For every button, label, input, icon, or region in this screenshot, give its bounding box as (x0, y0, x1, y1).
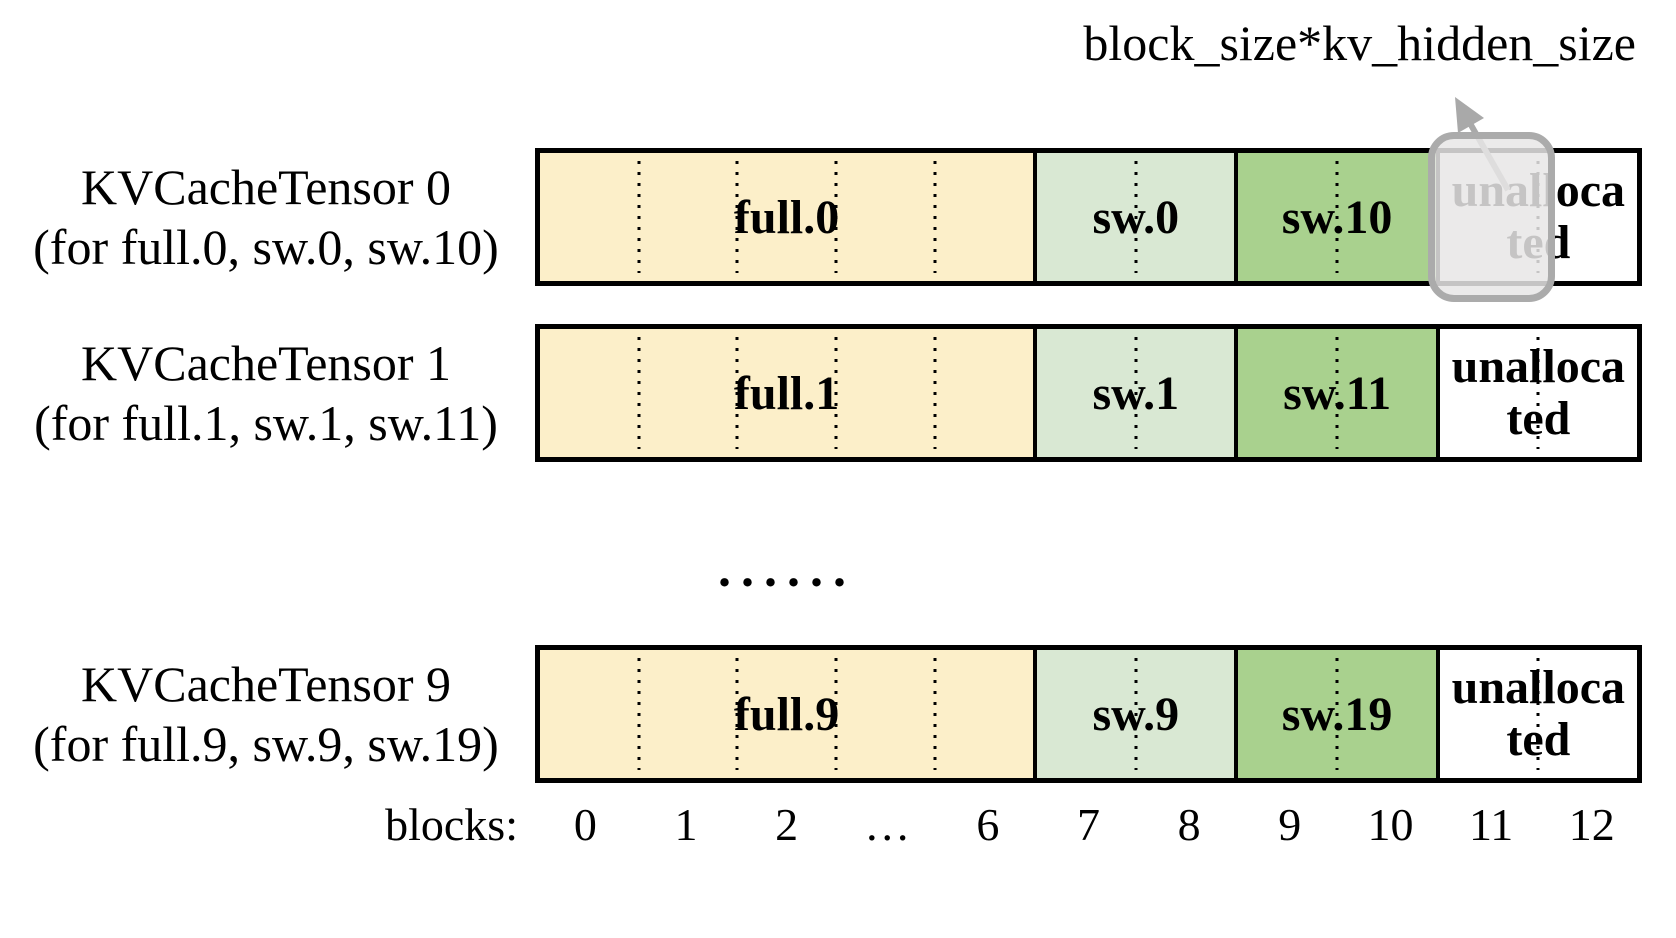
row-label-kvcachetensor-1: KVCacheTensor 1 (for full.1, sw.1, sw.11… (20, 324, 512, 462)
kvcachetensor-9-bar: full.9 sw.9 sw.19 unalloca ted (535, 645, 1642, 783)
axis-tick: 9 (1278, 799, 1302, 850)
rows-ellipsis: ...... (718, 541, 856, 598)
dotted-separator (933, 337, 937, 449)
dotted-separator (637, 658, 641, 770)
axis-tick: 11 (1468, 799, 1514, 850)
segment-label: sw.0 (1092, 190, 1180, 244)
dotted-separator (1134, 337, 1138, 449)
segment-sw-19: sw.19 (1234, 650, 1436, 778)
dotted-separator (735, 337, 739, 449)
row-subtitle: (for full.1, sw.1, sw.11) (34, 395, 498, 451)
segment-sw-10: sw.10 (1234, 153, 1436, 281)
dotted-separator (933, 161, 937, 273)
dotted-separator (1134, 161, 1138, 273)
segment-full-1: full.1 (540, 329, 1034, 457)
row-title: KVCacheTensor 9 (81, 656, 451, 712)
segment-sw-0: sw.0 (1033, 153, 1235, 281)
axis-tick: … (864, 799, 911, 850)
segment-label: sw.11 (1283, 366, 1392, 420)
row-subtitle: (for full.0, sw.0, sw.10) (33, 219, 499, 275)
segment-sw-9: sw.9 (1033, 650, 1235, 778)
blocks-axis: 0 1 2 … 6 7 8 9 10 11 12 (535, 798, 1642, 851)
segment-full-0: full.0 (540, 153, 1034, 281)
dotted-separator (834, 337, 838, 449)
axis-tick: 12 (1568, 799, 1615, 850)
dotted-separator (735, 161, 739, 273)
axis-tick: 0 (573, 799, 597, 850)
segment-label: unalloca ted (1451, 661, 1626, 766)
segment-full-9: full.9 (540, 650, 1034, 778)
dotted-separator (1335, 658, 1339, 770)
segment-label: sw.10 (1281, 190, 1393, 244)
dotted-separator (1536, 658, 1540, 770)
segment-label: full.9 (733, 687, 840, 741)
row-title: KVCacheTensor 0 (81, 159, 451, 215)
blocks-axis-label: blocks: (385, 799, 518, 850)
kvcachetensor-1-bar: full.1 sw.1 sw.11 unalloca ted (535, 324, 1642, 462)
segment-label: sw.1 (1092, 366, 1180, 420)
row-title: KVCacheTensor 1 (81, 335, 451, 391)
dotted-separator (933, 658, 937, 770)
row-label-kvcachetensor-0: KVCacheTensor 0 (for full.0, sw.0, sw.10… (20, 148, 512, 286)
segment-label: sw.19 (1281, 687, 1393, 741)
segment-label: full.1 (733, 366, 840, 420)
segment-label: sw.9 (1092, 687, 1180, 741)
dotted-separator (1335, 337, 1339, 449)
axis-tick: 10 (1367, 799, 1414, 850)
dotted-separator (1536, 337, 1540, 449)
dotted-separator (735, 658, 739, 770)
dotted-separator (1335, 161, 1339, 273)
segment-unallocated-1: unalloca ted (1435, 329, 1637, 457)
segment-unallocated-9: unalloca ted (1435, 650, 1637, 778)
row-subtitle: (for full.9, sw.9, sw.19) (33, 716, 499, 772)
segment-sw-11: sw.11 (1234, 329, 1436, 457)
dotted-separator (637, 161, 641, 273)
axis-tick: 7 (1077, 799, 1101, 850)
axis-tick: 2 (775, 799, 799, 850)
axis-tick: 8 (1177, 799, 1201, 850)
block-size-highlight-box (1428, 132, 1555, 302)
block-size-annotation-label: block_size*kv_hidden_size (1083, 15, 1636, 71)
dotted-separator (1134, 658, 1138, 770)
segment-label: unalloca ted (1451, 340, 1626, 445)
segment-sw-1: sw.1 (1033, 329, 1235, 457)
segment-label: full.0 (733, 190, 840, 244)
axis-tick: 6 (976, 799, 1000, 850)
dotted-separator (834, 161, 838, 273)
dotted-separator (834, 658, 838, 770)
axis-tick: 1 (674, 799, 698, 850)
dotted-separator (637, 337, 641, 449)
row-label-kvcachetensor-9: KVCacheTensor 9 (for full.9, sw.9, sw.19… (20, 645, 512, 783)
